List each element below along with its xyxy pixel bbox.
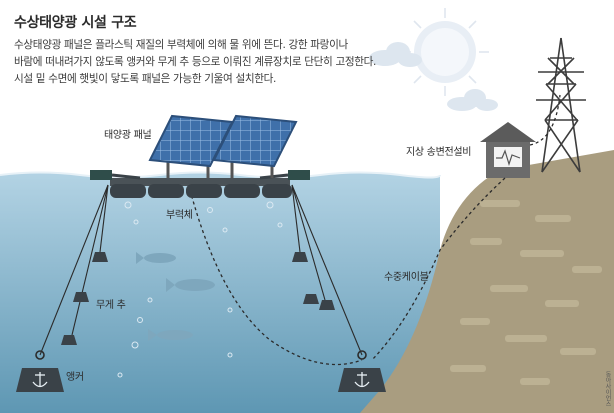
substation-building [480, 122, 536, 178]
label-solar-panel: 태양광 패널 [104, 130, 152, 141]
diagram-title: 수상태양광 시설 구조 [14, 15, 137, 31]
description-line: 시설 밑 수면에 햇빛이 닿도록 패널은 가능한 기울여 설치한다. [14, 73, 277, 85]
bubbles [117, 201, 283, 378]
description-line: 바람에 떠내려가지 않도록 앵커와 무게 추 등으로 이뤄진 계류장치로 단단히… [14, 56, 377, 68]
water-surface-line [0, 171, 441, 179]
label-underwater-cable: 수중케이블 [384, 272, 429, 283]
label-anchor: 앵커 [66, 372, 84, 383]
fish-icon [166, 278, 215, 292]
mooring-lines [39, 184, 363, 356]
land-rocks [450, 200, 602, 385]
sun-icon [401, 8, 489, 96]
image-credit: 동아사이언스 [604, 371, 611, 407]
anchor-block-left [16, 350, 64, 392]
label-substation: 지상 송변전설비 [406, 147, 472, 158]
anchor-block-right [338, 350, 386, 392]
anchor-icon [32, 372, 48, 388]
description-line: 수상태양광 패널은 플라스틱 재질의 부력체에 의해 물 위에 뜬다. 강한 파… [14, 39, 348, 51]
land-cable [371, 177, 506, 361]
cloud-icon [369, 42, 422, 67]
description-text: 수상태양광 패널은 플라스틱 재질의 부력체에 의해 물 위에 뜬다. 강한 파… [14, 37, 484, 88]
fish-icon [148, 329, 193, 341]
tower-cable [529, 94, 561, 146]
solar-panel-icon [212, 114, 298, 168]
fish-icon [136, 252, 176, 264]
cloud-icon [447, 89, 498, 111]
anchor-icon [354, 372, 370, 388]
weight-icon [61, 252, 335, 345]
label-float: 부력체 [166, 210, 193, 221]
water-body [0, 172, 440, 413]
transmission-tower-icon [536, 37, 586, 173]
float-structure [90, 170, 310, 198]
label-weight: 무게 추 [96, 300, 126, 311]
